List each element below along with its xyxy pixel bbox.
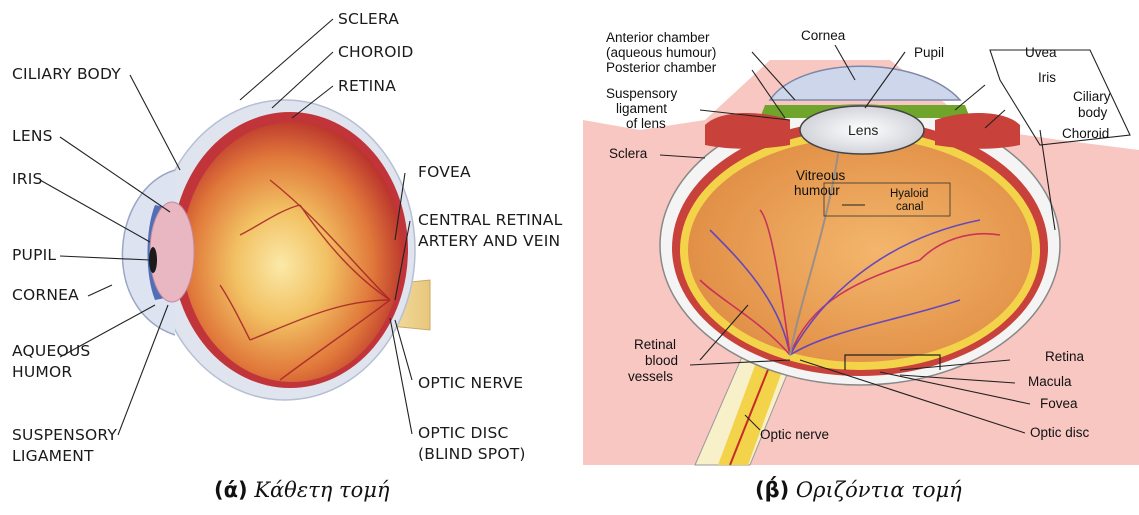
label-iris-a: IRIS [12,170,43,188]
label-macula-b: Macula [1028,374,1072,389]
label-optic-nerve-a: OPTIC NERVE [418,374,523,392]
label-fovea-b: Fovea [1040,396,1078,411]
label-pupil-b: Pupil [914,45,944,60]
label-retinal-1-b: Retinal [634,337,676,352]
label-optic-disc-2-a: (BLIND SPOT) [418,445,526,463]
label-suspensory-3-b: of lens [626,116,666,131]
label-cornea-b: Cornea [801,28,846,43]
label-iris-b: Iris [1038,70,1056,85]
label-cornea-a: CORNEA [12,286,79,304]
label-optic-disc-1-a: OPTIC DISC [418,424,509,442]
label-retinal-3-b: vessels [628,369,673,384]
label-ciliary-body-a: CILIARY BODY [12,65,121,83]
label-optic-nerve-b: Optic nerve [760,427,829,442]
label-vitreous-2-b: humour [794,183,840,198]
label-optic-disc-b: Optic disc [1030,425,1090,440]
label-anterior-2-b: (aqueous humour) [606,45,716,60]
caption-a-tag: (ά) [214,478,248,502]
label-anterior-1-b: Anterior chamber [606,30,710,45]
label-choroid-a: CHOROID [338,43,414,61]
label-retina-b: Retina [1045,349,1085,364]
caption-a: (ά) Κάθετη τομή [214,478,389,502]
label-lens-a: LENS [12,127,53,145]
label-aqueous-2-a: HUMOR [12,363,72,381]
caption-b: (β́) Οριζόντια τομή [755,478,962,502]
label-choroid-b: Choroid [1062,126,1109,141]
label-hyaloid-1-b: Hyaloid [890,188,928,200]
label-hyaloid-2-b: canal [896,201,924,213]
label-posterior-b: Posterior chamber [606,60,717,75]
label-ciliary-1-b: Ciliary [1073,89,1111,104]
label-suspensory-2-b: ligament [616,101,667,116]
label-suspensory-2-a: LIGAMENT [12,447,94,465]
caption-a-text: Κάθετη τομή [254,478,389,502]
label-central-retinal-1-a: CENTRAL RETINAL [418,211,563,229]
label-suspensory-1-a: SUSPENSORY [12,426,117,444]
label-uvea-b: Uvea [1025,45,1057,60]
label-ciliary-2-b: body [1078,105,1108,120]
label-vitreous-1-b: Vitreous [796,168,846,183]
label-aqueous-1-a: AQUEOUS [12,342,90,360]
panel-a-illustration [122,100,430,400]
caption-b-text: Οριζόντια τομή [796,478,962,502]
label-sclera-b: Sclera [609,146,648,161]
label-suspensory-1-b: Suspensory [606,86,678,101]
caption-b-tag: (β́) [755,478,789,502]
label-central-retinal-2-a: ARTERY AND VEIN [418,232,560,250]
label-pupil-a: PUPIL [12,246,56,264]
label-lens-b: Lens [848,122,878,138]
label-retina-a: RETINA [338,77,396,95]
label-retinal-2-b: blood [645,353,678,368]
label-sclera-a: SCLERA [338,10,399,28]
label-fovea-a: FOVEA [418,163,471,181]
